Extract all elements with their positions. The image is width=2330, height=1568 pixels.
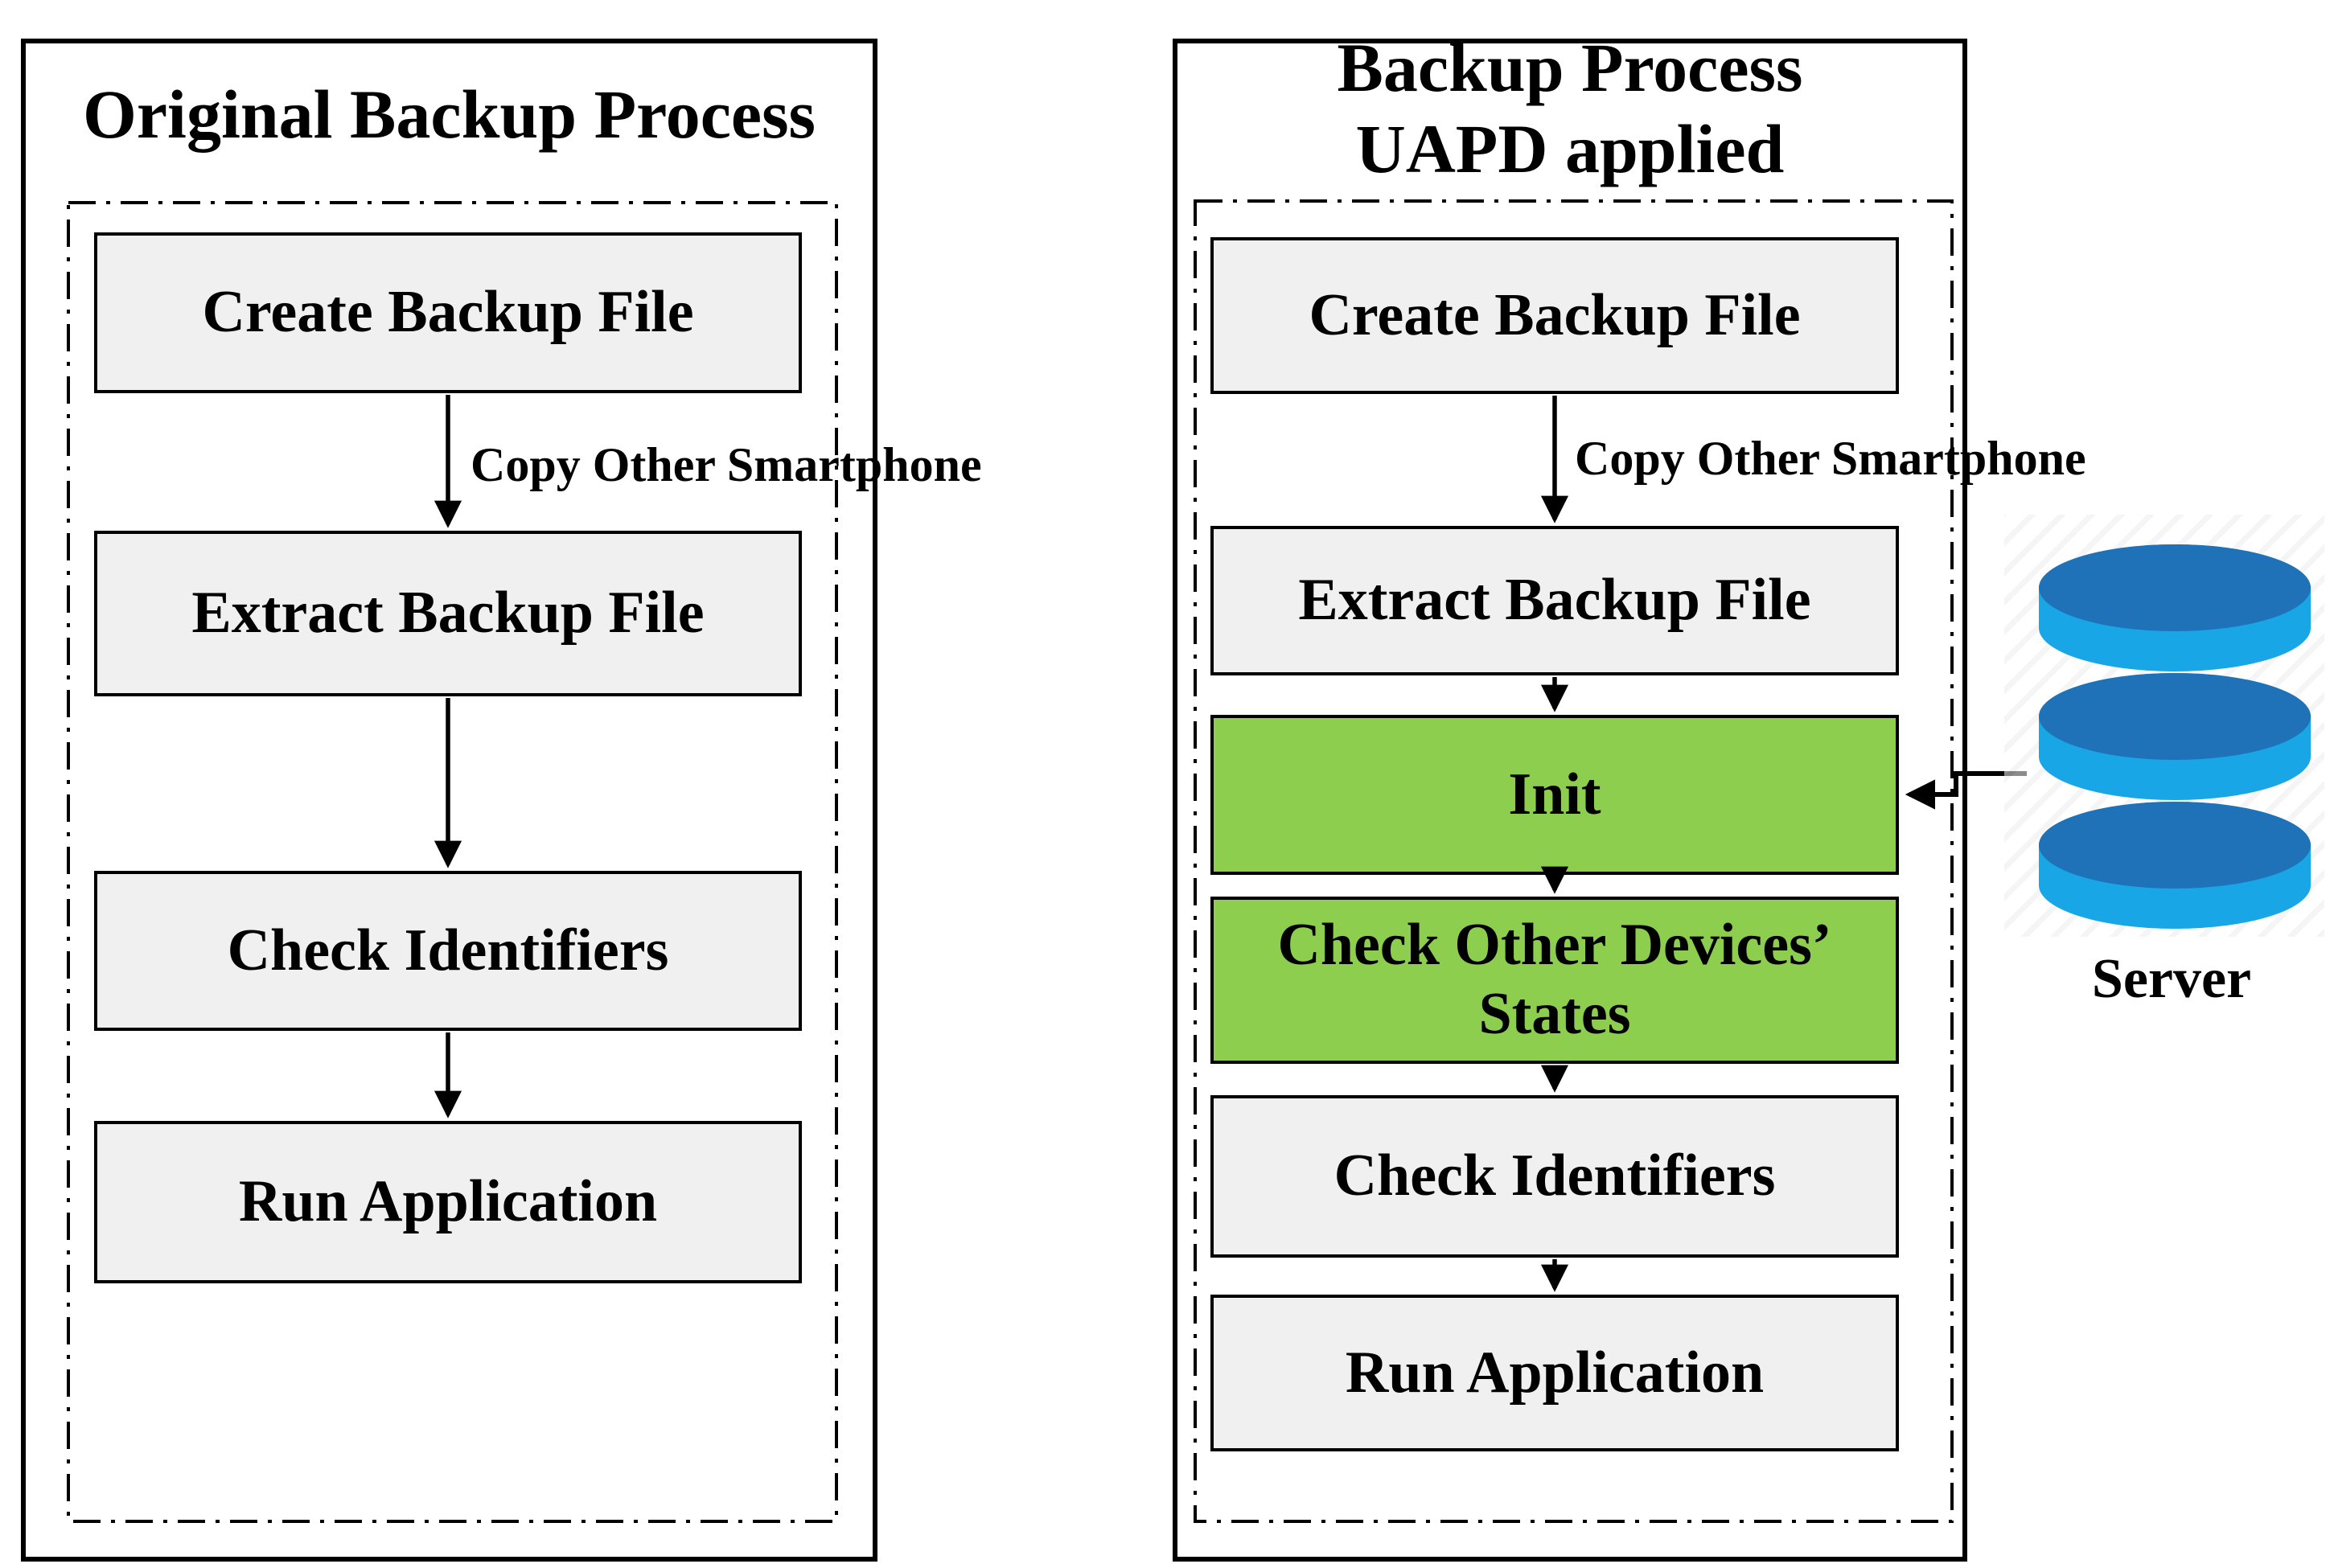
copy-other-smartphone-label: Copy Other Smartphone — [1575, 432, 2086, 485]
step-extract-backup-file: Extract Backup File — [1210, 526, 1899, 675]
original-panel-title: Original Backup Process — [82, 76, 816, 153]
server-label: Server — [2091, 948, 2252, 1010]
uapd-title-line1: Backup Process — [1337, 29, 1803, 106]
step-run-application: Run Application — [1210, 1295, 1899, 1451]
step-create-backup-file: Create Backup File — [1210, 237, 1899, 394]
step-check-other-devices-states-highlighted: Check Other Devices’ States — [1210, 897, 1899, 1064]
step-init-highlighted: Init — [1210, 715, 1899, 875]
uapd-title-line2: UAPD applied — [1355, 110, 1785, 188]
uapd-panel-border — [1173, 39, 1967, 1562]
uapd-panel-title: Backup Process UAPD applied — [1173, 27, 1967, 191]
step-check-identifiers: Check Identifiers — [1210, 1095, 1899, 1258]
original-panel-border — [21, 39, 877, 1562]
